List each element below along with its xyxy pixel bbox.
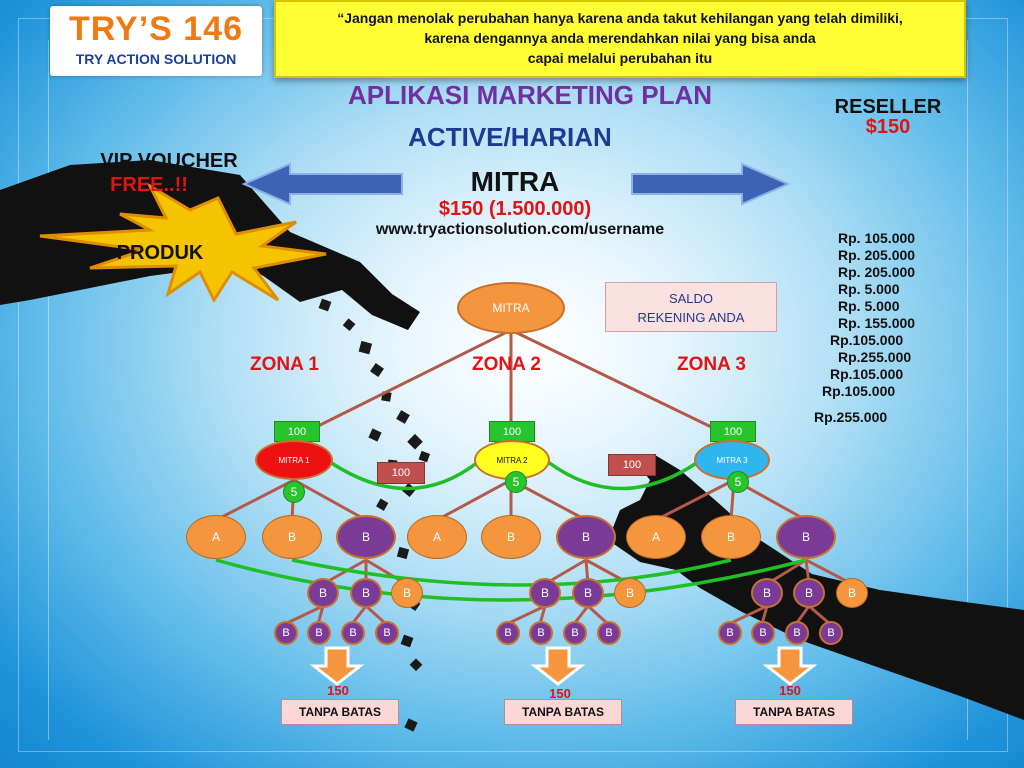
level3-node: B bbox=[529, 621, 553, 645]
vip-price: FREE..!! bbox=[110, 174, 188, 196]
rp-value: Rp. 5.000 bbox=[838, 298, 900, 314]
mitra3-five-badge: 5 bbox=[727, 471, 749, 493]
quote-line-2: karena dengannya anda merendahkan nilai … bbox=[424, 30, 816, 46]
rp-value: Rp. 5.000 bbox=[838, 281, 900, 297]
level3-node: B bbox=[785, 621, 809, 645]
saldo-line-2: REKENING ANDA bbox=[637, 310, 745, 325]
mitra-1-node: MITRA 1 bbox=[255, 440, 333, 480]
saldo-line-1: SALDO bbox=[668, 291, 714, 306]
zone3-tanpa-batas: TANPA BATAS bbox=[735, 699, 853, 725]
center-price: $150 (1.500.000) bbox=[438, 198, 592, 220]
mitra1-five-badge: 5 bbox=[283, 481, 305, 503]
level1-node: B bbox=[481, 515, 541, 559]
green-arcs bbox=[215, 460, 807, 602]
plan-subtitle: ACTIVE/HARIAN bbox=[408, 122, 612, 152]
zone2-tanpa-batas: TANPA BATAS bbox=[504, 699, 622, 725]
zone2-footer-value: 150 bbox=[549, 686, 571, 701]
level1-node: B bbox=[262, 515, 322, 559]
level3-node: B bbox=[341, 621, 365, 645]
rp-value: Rp.255.000 bbox=[838, 349, 912, 365]
level1-node: A bbox=[186, 515, 246, 559]
level3-node: B bbox=[819, 621, 843, 645]
level2-node: B bbox=[836, 578, 868, 608]
mitra2-100-tag: 100 bbox=[489, 421, 535, 442]
level3-node: B bbox=[597, 621, 621, 645]
username-url[interactable]: www.tryactionsolution.com/username bbox=[375, 221, 665, 238]
level2-node: B bbox=[751, 578, 783, 608]
level3-node: B bbox=[307, 621, 331, 645]
zone-2-label: ZONA 2 bbox=[472, 354, 541, 375]
mitra-root-node: MITRA bbox=[457, 282, 565, 334]
rp-value: Rp. 205.000 bbox=[838, 247, 916, 263]
level2-node: B bbox=[391, 578, 423, 608]
brand-title: TRY’S 146 bbox=[68, 10, 244, 48]
level1-node: A bbox=[626, 515, 686, 559]
level1-node: B bbox=[701, 515, 761, 559]
rp-value: Rp.105.000 bbox=[830, 332, 904, 348]
rp-value: Rp. 105.000 bbox=[838, 230, 916, 246]
reseller-label: RESELLER bbox=[834, 96, 942, 118]
center-mitra-label: MITRA bbox=[470, 166, 560, 197]
vip-label: VIP VOUCHER bbox=[100, 150, 238, 172]
level2-node: B bbox=[307, 578, 339, 608]
level1-node: B bbox=[336, 515, 396, 559]
level2-node: B bbox=[614, 578, 646, 608]
saldo-box: SALDO REKENING ANDA bbox=[605, 282, 777, 332]
level1-node: B bbox=[776, 515, 836, 559]
zone3-footer-value: 150 bbox=[779, 683, 801, 698]
quote-line-1: “Jangan menolak perubahan hanya karena a… bbox=[337, 10, 903, 26]
level2-node: B bbox=[529, 578, 561, 608]
zone1-footer-value: 150 bbox=[327, 683, 349, 698]
level1-node: A bbox=[407, 515, 467, 559]
rp-value: Rp.255.000 bbox=[814, 409, 888, 425]
level2-node: B bbox=[793, 578, 825, 608]
left-arrow-graphic bbox=[241, 162, 403, 206]
zone-1-label: ZONA 1 bbox=[250, 354, 319, 375]
right-arrow-graphic bbox=[631, 162, 791, 206]
level1-node: B bbox=[556, 515, 616, 559]
produk-label: PRODUK bbox=[116, 242, 204, 264]
mitra2-five-badge: 5 bbox=[505, 471, 527, 493]
level3-node: B bbox=[274, 621, 298, 645]
zone2-3-100-tag: 100 bbox=[608, 454, 656, 476]
zone1-tanpa-batas: TANPA BATAS bbox=[281, 699, 399, 725]
produk-starburst bbox=[39, 182, 327, 304]
rp-value: Rp.105.000 bbox=[822, 383, 896, 399]
quote-line-3: capai melalui perubahan itu bbox=[527, 50, 713, 66]
brand-box: TRY’S 146 TRY ACTION SOLUTION bbox=[50, 6, 262, 76]
level3-node: B bbox=[751, 621, 775, 645]
level3-node: B bbox=[375, 621, 399, 645]
reseller-price: $150 bbox=[865, 116, 911, 138]
down-arrows bbox=[309, 646, 818, 686]
mitra3-100-tag: 100 bbox=[710, 421, 756, 442]
zone1-2-100-tag: 100 bbox=[377, 462, 425, 484]
level3-node: B bbox=[718, 621, 742, 645]
level2-node: B bbox=[572, 578, 604, 608]
level2-node: B bbox=[350, 578, 382, 608]
brand-subtitle: TRY ACTION SOLUTION bbox=[75, 51, 237, 67]
rp-value: Rp. 205.000 bbox=[838, 264, 916, 280]
quote-box: “Jangan menolak perubahan hanya karena a… bbox=[274, 0, 966, 78]
level3-node: B bbox=[496, 621, 520, 645]
rp-value: Rp. 155.000 bbox=[838, 315, 916, 331]
mitra1-100-tag: 100 bbox=[274, 421, 320, 442]
level3-node: B bbox=[563, 621, 587, 645]
slide-inner-frame bbox=[48, 40, 968, 740]
plan-title: APLIKASI MARKETING PLAN bbox=[348, 80, 712, 110]
zone-3-label: ZONA 3 bbox=[677, 354, 746, 375]
rp-value: Rp.105.000 bbox=[830, 366, 904, 382]
